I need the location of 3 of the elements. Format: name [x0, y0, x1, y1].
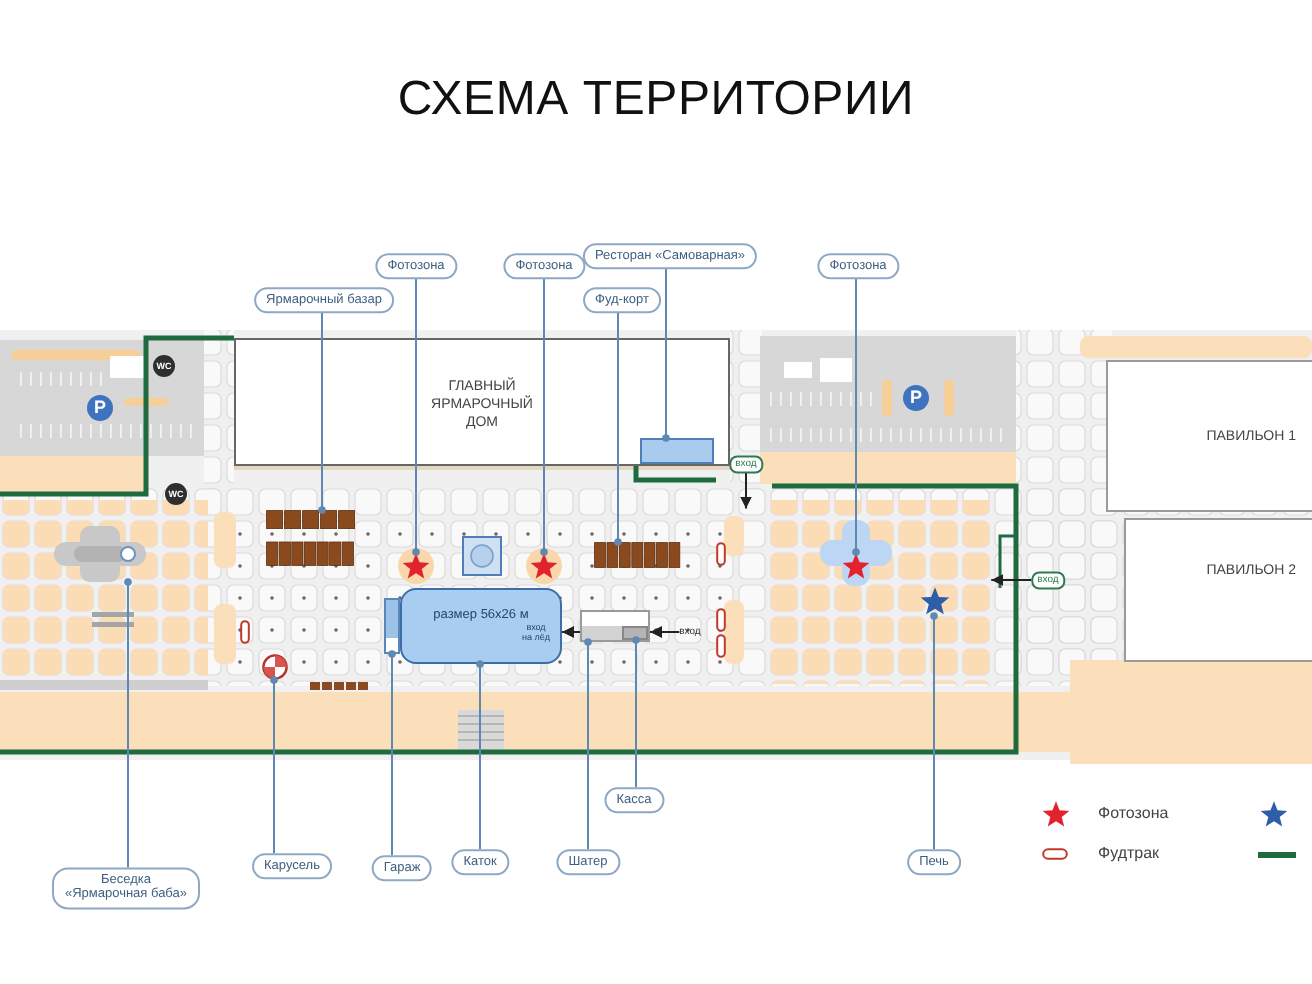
legend-label: Фудтрак — [1098, 844, 1160, 864]
legend-label: Фотозона — [1098, 804, 1169, 824]
page-title: СХЕМА ТЕРРИТОРИИ — [397, 76, 915, 124]
